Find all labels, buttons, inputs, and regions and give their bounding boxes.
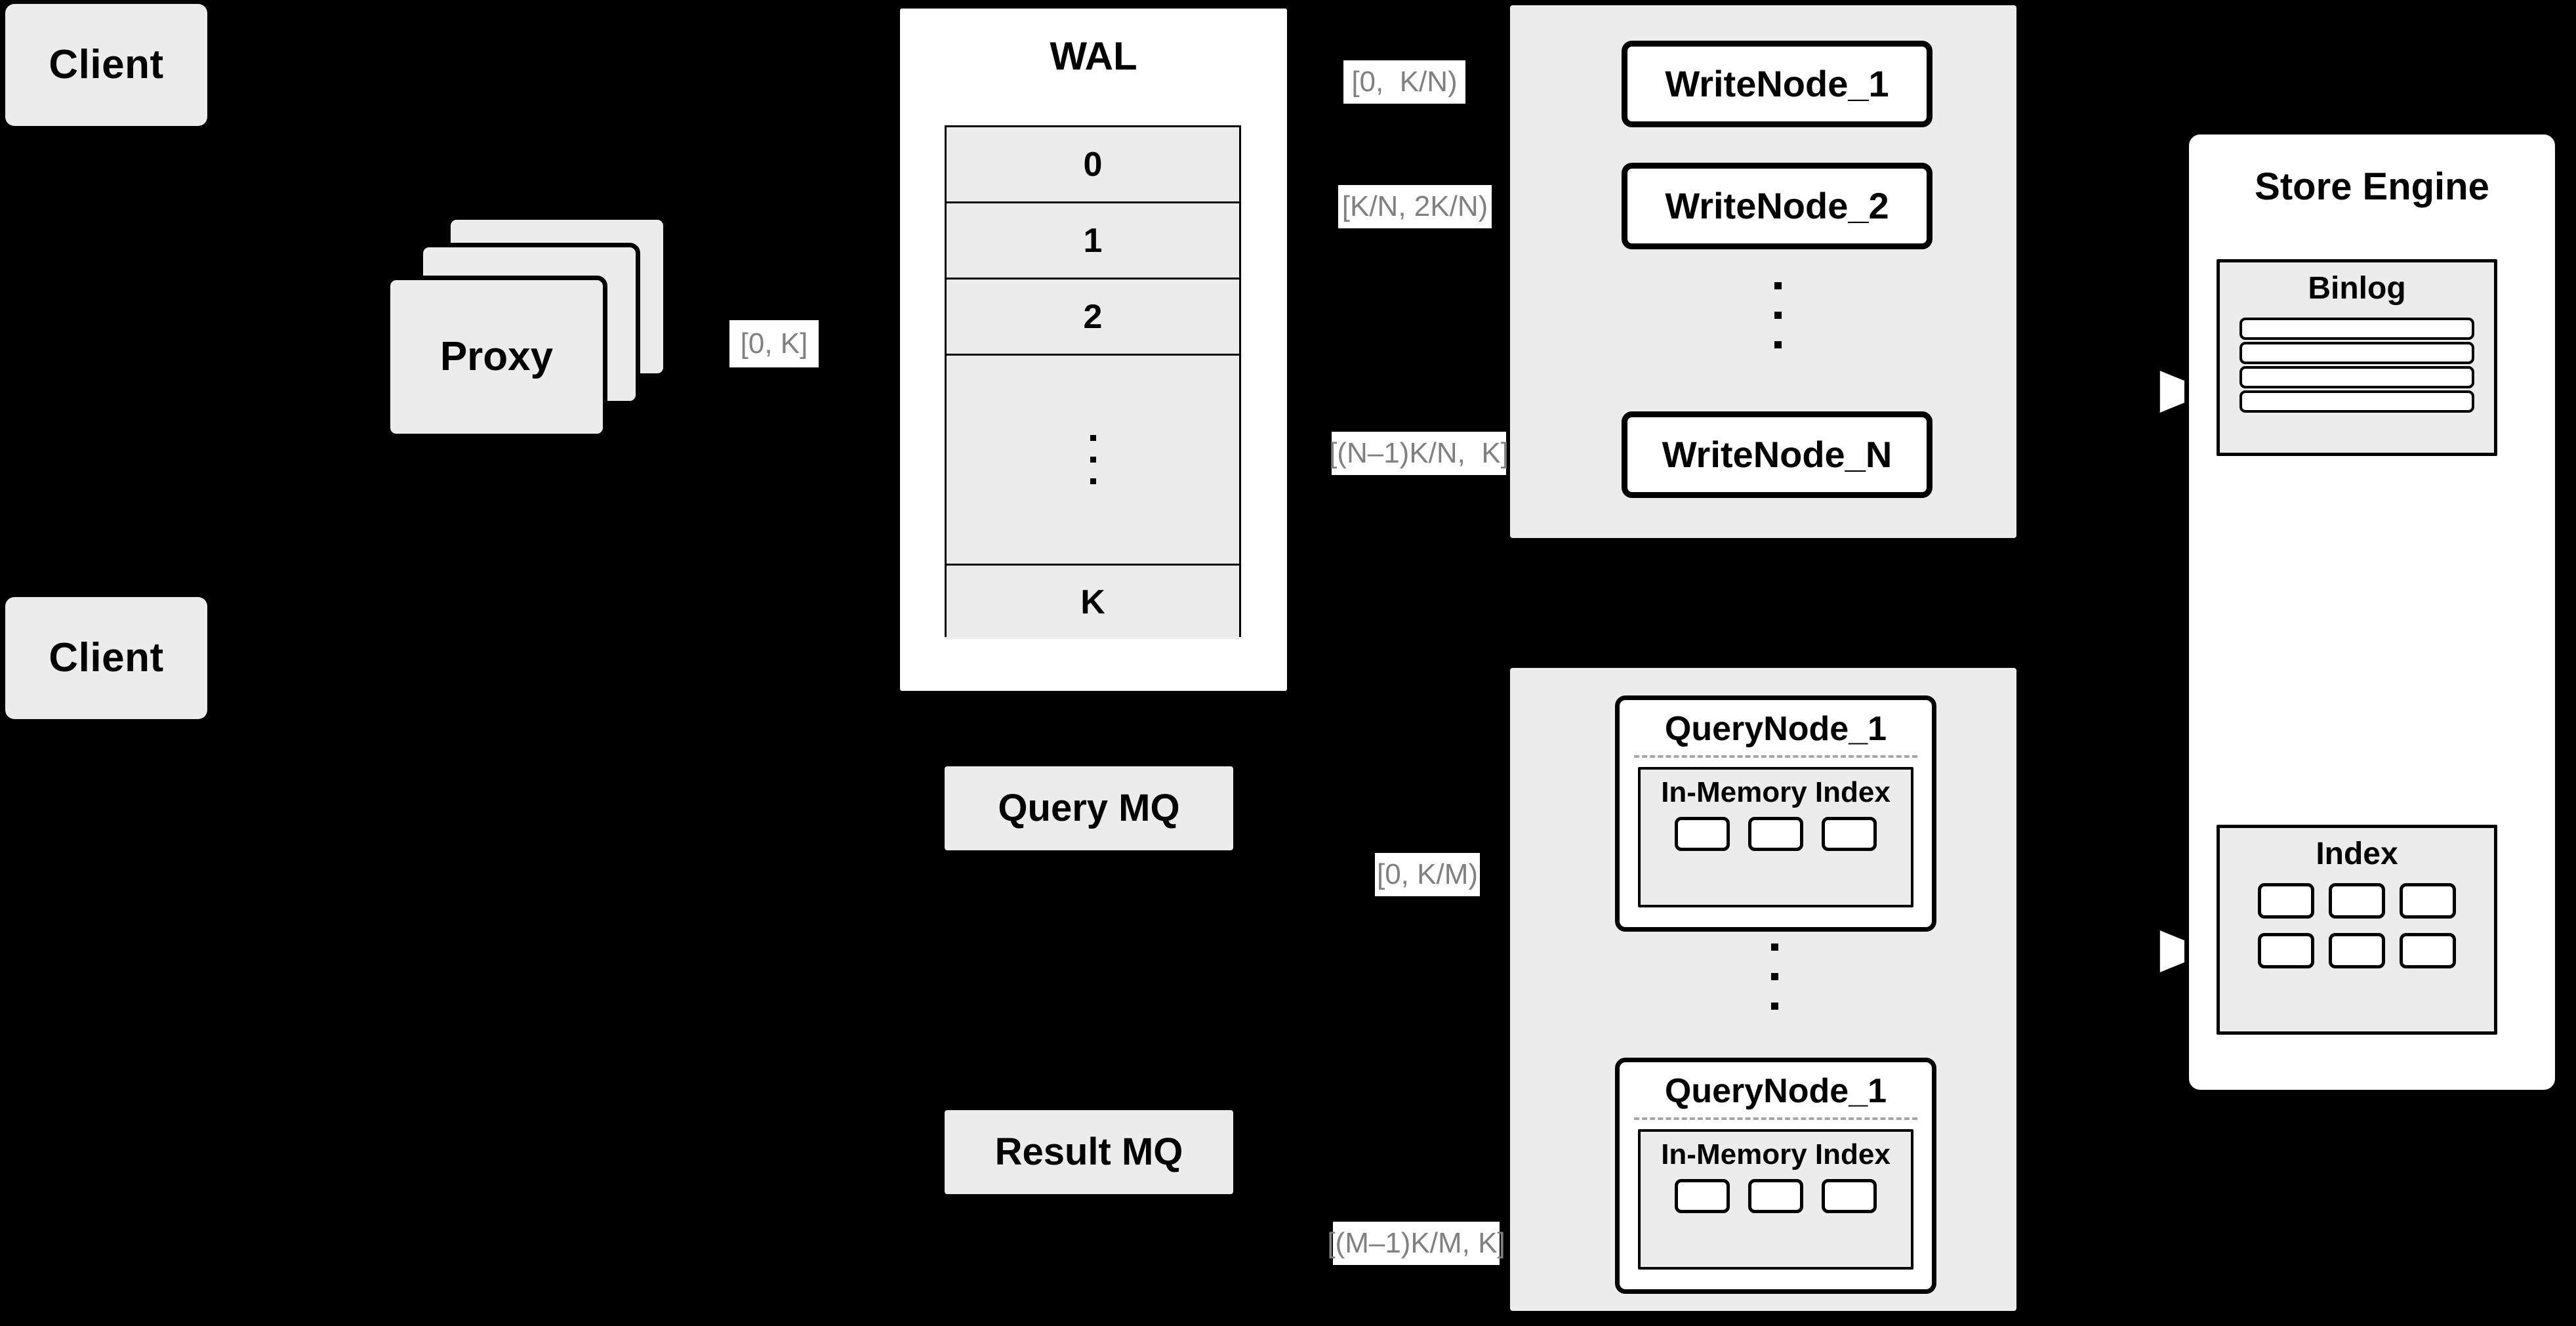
ellipsis-dot	[1774, 282, 1782, 289]
result-mq-label: Result MQ	[994, 1130, 1183, 1173]
query-mq-box[interactable]: Query MQ	[945, 766, 1233, 850]
in-memory-index-panel: In-Memory Index	[1638, 1129, 1913, 1270]
index-segment-cell[interactable]	[1748, 817, 1803, 851]
ellipsis-dot	[1770, 943, 1778, 951]
in-memory-index-title: In-Memory Index	[1661, 776, 1891, 808]
index-cell[interactable]	[2400, 933, 2456, 968]
in-memory-index-panel: In-Memory Index	[1638, 767, 1913, 907]
wal-row[interactable]: 0	[947, 127, 1239, 203]
binlog-row[interactable]	[2239, 366, 2474, 388]
index-cell[interactable]	[2400, 883, 2456, 919]
ellipsis-dot	[1090, 435, 1096, 441]
binlog-panel[interactable]: Binlog	[2217, 259, 2497, 456]
write-node-1[interactable]: WriteNode_1	[1622, 41, 1932, 127]
binlog-row[interactable]	[2239, 318, 2474, 340]
edge-label-querynode-m: [(M–1)K/M, K]	[1327, 1222, 1505, 1265]
index-segment-cell[interactable]	[1822, 817, 1877, 851]
client-box-bottom[interactable]: Client	[5, 597, 207, 719]
write-node-2[interactable]: WriteNode_2	[1622, 163, 1932, 249]
binlog-row[interactable]	[2239, 390, 2474, 413]
index-row	[2258, 883, 2456, 919]
index-segment-cell[interactable]	[1822, 1179, 1877, 1213]
query-node-title: QueryNode_1	[1664, 710, 1887, 748]
edge-label-text: [0, K/M)	[1376, 858, 1479, 890]
index-grid	[2220, 883, 2494, 968]
client-box-top[interactable]: Client	[5, 4, 207, 126]
binlog-row[interactable]	[2239, 342, 2474, 364]
wal-row-label: K	[1080, 583, 1105, 621]
index-segment-cell[interactable]	[1675, 817, 1730, 851]
wal-row-ellipsis	[947, 356, 1239, 566]
store-engine-title: Store Engine	[2255, 165, 2489, 208]
index-cell[interactable]	[2329, 933, 2385, 968]
in-memory-index-cells	[1641, 1179, 1911, 1213]
edge-label-proxy-to-wal: [0, K]	[729, 320, 819, 367]
write-node-n[interactable]: WriteNode_N	[1622, 411, 1932, 498]
wal-table: 0 1 2 K	[945, 125, 1241, 639]
edge-label-writenode-n: [(N–1)K/N, K]	[1329, 432, 1509, 475]
query-node-1[interactable]: QueryNode_1 In-Memory Index	[1615, 695, 1936, 932]
index-title: Index	[2316, 837, 2398, 871]
proxy-label: Proxy	[440, 334, 554, 380]
ellipsis-dot	[1774, 312, 1782, 319]
index-panel[interactable]: Index	[2217, 825, 2497, 1035]
write-node-label: WriteNode_2	[1665, 184, 1889, 226]
wal-row[interactable]: K	[947, 566, 1239, 639]
index-cell[interactable]	[2329, 883, 2385, 919]
edge-label-text: [K/N, 2K/N)	[1341, 190, 1488, 222]
wal-title: WAL	[1050, 34, 1137, 78]
wal-row-label: 0	[1083, 145, 1103, 184]
query-cluster-ellipsis	[1765, 943, 1784, 1010]
wal-container: WAL 0 1 2 K	[895, 4, 1292, 695]
query-mq-label: Query MQ	[998, 786, 1180, 829]
index-cell[interactable]	[2258, 883, 2314, 919]
ellipsis-dot	[1774, 341, 1782, 348]
edge-label-text: [0, K/N)	[1351, 66, 1458, 98]
index-segment-cell[interactable]	[1675, 1179, 1730, 1213]
edge-label-text: [(N–1)K/N, K]	[1329, 437, 1509, 469]
index-cell[interactable]	[2258, 933, 2314, 968]
in-memory-index-cells	[1641, 817, 1911, 851]
ellipsis-dot	[1770, 1003, 1778, 1010]
in-memory-index-title: In-Memory Index	[1661, 1138, 1891, 1171]
client-label: Client	[49, 635, 164, 681]
edge-label-querynode-1: [0, K/M)	[1375, 853, 1480, 896]
client-label: Client	[49, 42, 164, 88]
query-node-title: QueryNode_1	[1664, 1072, 1887, 1110]
ellipsis-dot	[1090, 457, 1096, 463]
wal-row[interactable]: 2	[947, 280, 1239, 356]
ellipsis-dot	[1090, 478, 1096, 484]
edge-label-text: [0, K]	[740, 327, 808, 360]
index-row	[2258, 933, 2456, 968]
wal-row[interactable]: 1	[947, 203, 1239, 280]
binlog-rows	[2239, 318, 2474, 413]
query-node-divider	[1634, 755, 1917, 758]
edge-label-writenode-2: [K/N, 2K/N)	[1338, 185, 1492, 228]
query-node-m[interactable]: QueryNode_1 In-Memory Index	[1615, 1058, 1936, 1294]
index-segment-cell[interactable]	[1748, 1179, 1803, 1213]
wal-row-label: 1	[1083, 221, 1103, 260]
binlog-title: Binlog	[2308, 271, 2406, 306]
write-cluster-ellipsis	[1768, 282, 1788, 348]
write-node-label: WriteNode_N	[1662, 433, 1892, 475]
wal-row-label: 2	[1083, 297, 1103, 336]
proxy-box[interactable]: Proxy	[386, 276, 607, 438]
store-engine-panel: Store Engine Binlog Index	[2184, 130, 2560, 1094]
query-node-divider	[1634, 1117, 1917, 1120]
result-mq-box[interactable]: Result MQ	[945, 1110, 1233, 1194]
ellipsis-dot	[1770, 973, 1778, 980]
edge-label-text: [(M–1)K/M, K]	[1327, 1227, 1505, 1259]
edge-label-writenode-1: [0, K/N)	[1343, 60, 1465, 104]
write-node-label: WriteNode_1	[1665, 62, 1889, 104]
